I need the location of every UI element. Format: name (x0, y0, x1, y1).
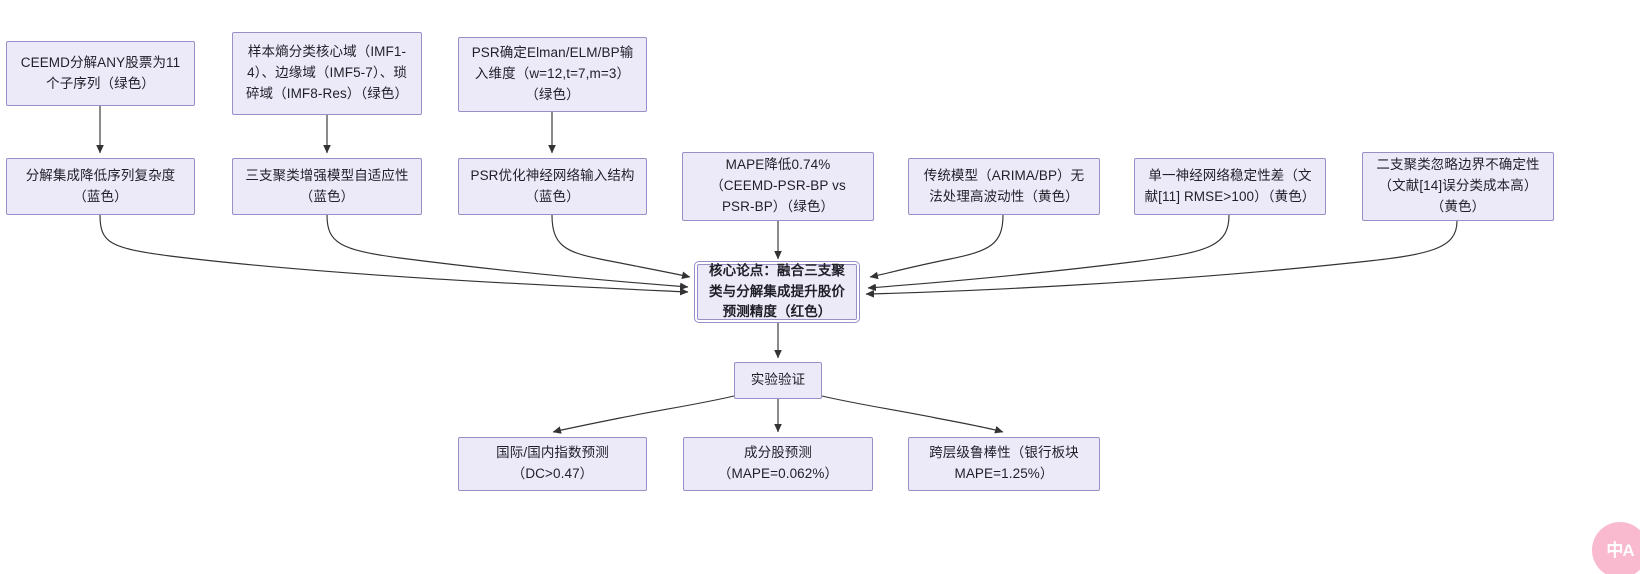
node-label: PSR确定Elman/ELM/BP输入维度（w=12,t=7,m=3）（绿色） (471, 45, 634, 102)
edge-n9-n11 (867, 214, 1230, 292)
node-label: 二支聚类忽略边界不确定性（文献[14]误分类成本高）（黄色） (1376, 157, 1540, 214)
node-result-constituent-stock-forecast[interactable]: 成分股预测（MAPE=0.062%） (683, 437, 873, 491)
node-label: 样本熵分类核心域（IMF1-4）、边缘域（IMF5-7）、琐碎域（IMF8-Re… (245, 44, 409, 101)
node-label: 单一神经网络稳定性差（文献[11] RMSE>100）（黄色） (1144, 167, 1316, 204)
node-label: 成分股预测（MAPE=0.062%） (717, 445, 839, 481)
node-label: 分解集成降低序列复杂度（蓝色） (25, 167, 176, 204)
node-label: MAPE降低0.74%（CEEMD-PSR-BP vs PSR-BP）（绿色） (710, 157, 846, 214)
edge-n8-n11 (869, 214, 1004, 280)
node-experimental-validation[interactable]: 实验验证 (734, 362, 822, 399)
node-label: 核心论点：融合三支聚类与分解集成提升股价预测精度（红色） (709, 262, 845, 320)
node-label: PSR优化神经网络输入结构（蓝色） (470, 167, 635, 204)
edge-n12-n13 (552, 395, 735, 434)
node-sample-entropy-classification[interactable]: 样本熵分类核心域（IMF1-4）、边缘域（IMF5-7）、琐碎域（IMF8-Re… (232, 32, 422, 115)
node-label: 实验验证 (750, 372, 806, 388)
node-psr-optimizes-network-input[interactable]: PSR优化神经网络输入结构（蓝色） (458, 158, 647, 215)
node-decomposition-reduces-complexity[interactable]: 分解集成降低序列复杂度（蓝色） (6, 158, 195, 215)
node-single-network-instability[interactable]: 单一神经网络稳定性差（文献[11] RMSE>100）（黄色） (1134, 158, 1326, 215)
node-ceemd-decomposition[interactable]: CEEMD分解ANY股票为11个子序列（绿色） (6, 41, 195, 106)
node-traditional-model-limitation[interactable]: 传统模型（ARIMA/BP）无法处理高波动性（黄色） (908, 158, 1100, 215)
edge-n6-n11 (551, 214, 691, 279)
edge-n5-n11 (326, 214, 689, 291)
watermark-text: 中A (1606, 540, 1634, 560)
node-psr-input-dimension[interactable]: PSR确定Elman/ELM/BP输入维度（w=12,t=7,m=3）（绿色） (458, 37, 647, 112)
edge-n10-n11 (865, 220, 1458, 298)
node-result-index-forecast[interactable]: 国际/国内指数预测（DC>0.47） (458, 437, 647, 491)
node-label: 传统模型（ARIMA/BP）无法处理高波动性（黄色） (923, 167, 1085, 204)
node-result-cross-level-robustness[interactable]: 跨层级鲁棒性（银行板块MAPE=1.25%） (908, 437, 1100, 491)
edge-n12-n15 (821, 395, 1004, 434)
edge-n4-n11 (99, 214, 689, 296)
node-label: 跨层级鲁棒性（银行板块MAPE=1.25%） (929, 445, 1079, 481)
node-two-way-clustering-limitation[interactable]: 二支聚类忽略边界不确定性（文献[14]误分类成本高）（黄色） (1362, 152, 1554, 221)
node-label: 三支聚类增强模型自适应性（蓝色） (245, 167, 409, 204)
node-three-way-clustering-adaptivity[interactable]: 三支聚类增强模型自适应性（蓝色） (232, 158, 422, 215)
node-core-claim[interactable]: 核心论点：融合三支聚类与分解集成提升股价预测精度（红色） (694, 261, 860, 323)
node-mape-reduction-evidence[interactable]: MAPE降低0.74%（CEEMD-PSR-BP vs PSR-BP）（绿色） (682, 152, 874, 221)
watermark-badge: 中A (1592, 522, 1640, 574)
node-label: 国际/国内指数预测（DC>0.47） (496, 445, 609, 481)
node-label: CEEMD分解ANY股票为11个子序列（绿色） (20, 54, 181, 91)
